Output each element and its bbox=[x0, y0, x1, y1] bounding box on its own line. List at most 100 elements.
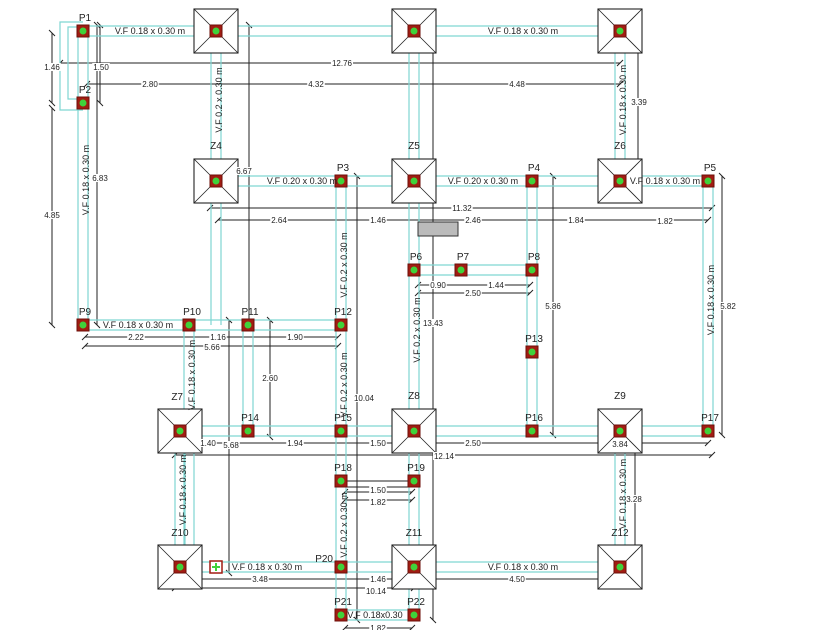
dimension-label: 1.46 bbox=[370, 575, 386, 584]
dimension-tick bbox=[341, 488, 349, 496]
dimension-label-background bbox=[127, 333, 145, 341]
dimension-tick bbox=[704, 439, 712, 447]
column-10 bbox=[182, 318, 196, 332]
dimension-tick bbox=[245, 21, 253, 29]
column-label: P12 bbox=[334, 307, 352, 318]
column-label: P10 bbox=[183, 307, 201, 318]
dimension-tick bbox=[48, 104, 56, 112]
dimension-label: 1.84 bbox=[568, 216, 584, 225]
dimension-label: 13.43 bbox=[423, 319, 444, 328]
dimension-tick bbox=[414, 281, 422, 289]
dimension-label-background bbox=[270, 216, 288, 224]
dimension-label-background bbox=[369, 498, 387, 506]
dimension-label-background bbox=[719, 302, 737, 310]
dimension-tick bbox=[48, 99, 56, 107]
columns bbox=[76, 24, 715, 622]
dimension-tick bbox=[341, 496, 349, 504]
beam-label: V.F 0.18 x 0.30 m bbox=[618, 65, 628, 135]
dimension-label-background bbox=[369, 216, 387, 224]
footing-label: Z4 bbox=[210, 141, 222, 152]
column-14 bbox=[241, 424, 255, 438]
dimension-label-background bbox=[286, 333, 304, 341]
column-8 bbox=[525, 263, 539, 277]
column-label: P9 bbox=[79, 307, 92, 318]
footing-label: Z7 bbox=[171, 392, 183, 403]
footing-column bbox=[407, 174, 421, 188]
beam-label: V.F 0.18x0.30 bbox=[347, 610, 402, 620]
dimension-label-background bbox=[199, 439, 217, 447]
dimension-label: 4.48 bbox=[509, 80, 525, 89]
dimension-label-background bbox=[656, 217, 674, 225]
dimension-label: 3.39 bbox=[631, 98, 647, 107]
dimension-label-background bbox=[92, 63, 110, 71]
footing-label: Z10 bbox=[171, 528, 189, 539]
dimension-label: 6.83 bbox=[92, 174, 108, 183]
dimension-label: 1.82 bbox=[370, 498, 386, 507]
beam-label: V.F 0.2 x 0.30 m bbox=[412, 297, 422, 362]
column-16 bbox=[525, 424, 539, 438]
beam-label: V.F 0.18 x 0.30 m bbox=[488, 26, 558, 36]
dimension-label: 10.04 bbox=[354, 394, 375, 403]
column-label: P14 bbox=[241, 413, 259, 424]
dimension-label-background bbox=[251, 575, 269, 583]
dimension-label-background bbox=[508, 80, 526, 88]
dimension-label: 3.48 bbox=[252, 575, 268, 584]
dimension-label: 1.40 bbox=[200, 439, 216, 448]
footing-column bbox=[209, 174, 223, 188]
dimension-label-background bbox=[43, 63, 61, 71]
dimension-label-background bbox=[429, 281, 447, 289]
beam-label: V.F 0.18 x 0.30 m bbox=[103, 320, 173, 330]
column-label: P17 bbox=[701, 413, 719, 424]
dimension-label-background bbox=[508, 575, 526, 583]
beam-label: V.F 0.18 x 0.30 m bbox=[630, 176, 700, 186]
column-18 bbox=[334, 474, 348, 488]
footing-column bbox=[407, 424, 421, 438]
column-label: P2 bbox=[79, 85, 92, 96]
beam-label: V.F 0.18 x 0.30 m bbox=[618, 459, 628, 529]
beam-label: V.F 0.2 x 0.30 m bbox=[214, 67, 224, 132]
column-3 bbox=[334, 174, 348, 188]
dimension-tick bbox=[214, 216, 222, 224]
dimension-label: 1.44 bbox=[488, 281, 504, 290]
dimension-tick bbox=[225, 569, 233, 577]
dimension-label: 2.64 bbox=[271, 216, 287, 225]
dimension-tick bbox=[342, 624, 349, 630]
footing-label: Z8 bbox=[408, 391, 420, 402]
dimension-label-background bbox=[630, 98, 648, 106]
column-label: P3 bbox=[337, 163, 350, 174]
dimension-label: 1.50 bbox=[370, 486, 386, 495]
footing-column bbox=[407, 24, 421, 38]
dimension-label: 1.16 bbox=[210, 333, 226, 342]
dimension-label-background bbox=[451, 204, 473, 212]
dimension-tick bbox=[429, 616, 437, 624]
dimension-label: 6.67 bbox=[236, 167, 252, 176]
footing-column bbox=[209, 24, 223, 38]
dimension-label-background bbox=[209, 333, 227, 341]
beam-label: V.F 0.18 x 0.30 m bbox=[706, 265, 716, 335]
column-17 bbox=[701, 424, 715, 438]
beam-edge bbox=[67, 26, 83, 100]
footings bbox=[157, 8, 643, 590]
dimension-tick bbox=[708, 451, 716, 459]
column-7 bbox=[454, 263, 468, 277]
footing-label: Z6 bbox=[614, 141, 626, 152]
column-label: P4 bbox=[528, 163, 541, 174]
column-label: P7 bbox=[457, 252, 470, 263]
dimension-label-background bbox=[352, 394, 376, 402]
dimension-label-background bbox=[432, 452, 456, 460]
column-label: P19 bbox=[407, 463, 425, 474]
dimension-label: 1.50 bbox=[93, 63, 109, 72]
dimension-label: 12.14 bbox=[434, 452, 455, 461]
dimension-tick bbox=[48, 321, 56, 329]
footing-column bbox=[173, 560, 187, 574]
beam-label: V.F 0.18 x 0.30 m bbox=[81, 145, 91, 215]
footing-label: Z9 bbox=[614, 391, 626, 402]
column-13 bbox=[525, 345, 539, 359]
dimension-label: 4.85 bbox=[44, 211, 60, 220]
dimension-label-background bbox=[330, 59, 354, 67]
dimension-tick bbox=[266, 433, 274, 441]
dimension-tick bbox=[526, 281, 534, 289]
dimension-label-background bbox=[91, 174, 109, 182]
dimension-tick bbox=[718, 172, 726, 180]
dimension-tick bbox=[96, 99, 104, 107]
